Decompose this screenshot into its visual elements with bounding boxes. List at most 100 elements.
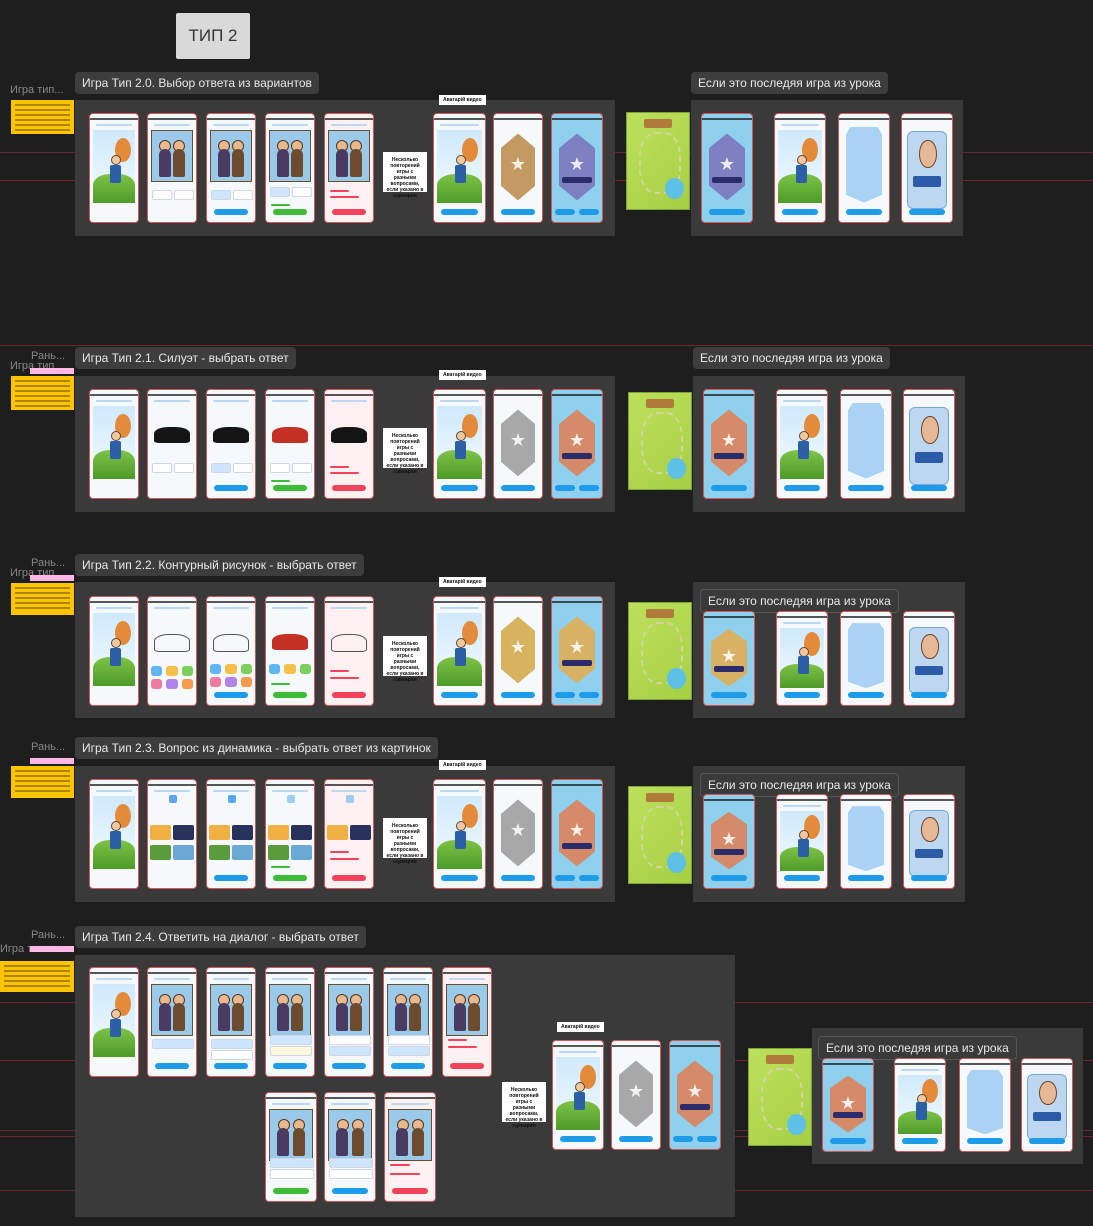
sticky-note-pink[interactable]	[30, 758, 74, 764]
phone-screen-wrong[interactable]	[324, 779, 374, 889]
phone-screen-certificate-locked[interactable]	[840, 611, 892, 706]
phone-screen-dialog[interactable]	[206, 967, 256, 1077]
side-label[interactable]: Рань...	[31, 557, 66, 569]
phone-screen-certificate[interactable]	[901, 113, 953, 223]
phone-screen-avatar[interactable]	[776, 389, 828, 499]
phone-screen-dialog[interactable]	[265, 1092, 317, 1202]
phone-screen-dialog[interactable]	[147, 967, 197, 1077]
speaker-icon[interactable]	[346, 795, 355, 804]
phone-screen-dialog[interactable]	[324, 1092, 376, 1202]
phone-screen-selected[interactable]	[206, 779, 256, 889]
phone-screen-badge-earned[interactable]	[551, 596, 603, 706]
phone-screen-certificate[interactable]	[903, 389, 955, 499]
phone-screen-avatar[interactable]	[433, 779, 486, 889]
phone-screen-avatar[interactable]	[433, 596, 486, 706]
phone-screen-certificate-locked[interactable]	[959, 1058, 1011, 1152]
last-game-title[interactable]: Если это последяя игра из урока	[693, 347, 890, 369]
side-label[interactable]: Игра тип...	[10, 84, 64, 96]
phone-screen-wrong[interactable]	[324, 389, 374, 499]
phone-screen-badge-earned[interactable]	[551, 389, 603, 499]
lesson-map[interactable]	[628, 786, 692, 884]
phone-screen-wrong[interactable]	[324, 113, 374, 223]
side-label[interactable]: Игра т	[0, 943, 33, 955]
frame-title[interactable]: Игра Тип 2.3. Вопрос из динамика - выбра…	[75, 737, 438, 759]
speaker-icon[interactable]	[287, 795, 296, 804]
phone-screen-dialog[interactable]	[324, 967, 374, 1077]
sticky-note-pink[interactable]	[30, 368, 74, 374]
sticky-note-pink[interactable]	[30, 946, 74, 952]
phone-screen-certificate-locked[interactable]	[838, 113, 890, 223]
phone-screen-avatar[interactable]	[894, 1058, 946, 1152]
sticky-note[interactable]	[11, 100, 74, 134]
phone-screen-certificate-locked[interactable]	[840, 389, 892, 499]
repeat-note[interactable]: Несколько повторений игры с разными вопр…	[502, 1082, 546, 1129]
side-label[interactable]: Рань...	[31, 350, 66, 362]
last-game-title[interactable]: Если это последяя игра из урока	[818, 1036, 1017, 1060]
phone-screen-wrong[interactable]	[384, 1092, 436, 1202]
sticky-note[interactable]	[0, 961, 74, 992]
phone-screen-badge-earned[interactable]	[551, 779, 603, 889]
phone-screen-avatar[interactable]	[433, 113, 486, 223]
phone-screen-avatar[interactable]	[776, 794, 828, 889]
sticky-note[interactable]	[11, 583, 74, 615]
repeat-note[interactable]: Несколько повторений игры с разными вопр…	[383, 818, 427, 865]
phone-screen-avatar[interactable]	[774, 113, 826, 223]
side-label[interactable]: Рань...	[31, 929, 66, 941]
phone-screen-badge-earned[interactable]	[669, 1040, 721, 1150]
phone-screen-intro[interactable]	[89, 389, 139, 499]
lesson-map[interactable]	[628, 392, 692, 490]
last-game-title[interactable]: Если это последяя игра из урока	[700, 589, 899, 613]
phone-screen-wrong[interactable]	[324, 596, 374, 706]
phone-screen-intro[interactable]	[89, 596, 139, 706]
phone-screen-selected[interactable]	[206, 596, 256, 706]
frame-title[interactable]: Игра Тип 2.1. Силуэт - выбрать ответ	[75, 347, 296, 369]
phone-screen-question[interactable]	[147, 389, 197, 499]
sticky-note[interactable]	[11, 376, 74, 410]
type-tag[interactable]: ТИП 2	[176, 13, 250, 59]
frame-title[interactable]: Игра Тип 2.2. Контурный рисунок - выбрат…	[75, 554, 364, 576]
repeat-note[interactable]: Несколько повторений игры с разными вопр…	[383, 152, 427, 199]
phone-screen-badge-locked[interactable]	[611, 1040, 661, 1150]
phone-screen-certificate-locked[interactable]	[840, 794, 892, 889]
phone-screen-avatar[interactable]	[776, 611, 828, 706]
side-label[interactable]: Рань...	[31, 741, 66, 753]
phone-screen-badge-earned[interactable]	[703, 794, 755, 889]
phone-screen-badge-earned[interactable]	[703, 611, 755, 706]
phone-screen-badge-earned[interactable]	[822, 1058, 874, 1152]
sticky-note-pink[interactable]	[30, 575, 74, 581]
repeat-note[interactable]: Несколько повторений игры с разными вопр…	[383, 636, 427, 683]
last-game-title[interactable]: Если это последяя игра из урока	[691, 72, 888, 94]
phone-screen-dialog[interactable]	[383, 967, 433, 1077]
phone-screen-correct[interactable]	[265, 113, 315, 223]
last-game-title[interactable]: Если это последяя игра из урока	[700, 773, 899, 797]
phone-screen-badge-locked[interactable]	[493, 389, 543, 499]
phone-screen-certificate[interactable]	[1021, 1058, 1073, 1152]
phone-screen-correct[interactable]	[265, 779, 315, 889]
sticky-note[interactable]	[11, 766, 74, 798]
speaker-icon[interactable]	[169, 795, 178, 804]
phone-screen-selected[interactable]	[206, 389, 256, 499]
phone-screen-badge-locked[interactable]	[493, 596, 543, 706]
phone-screen-badge-locked[interactable]	[493, 779, 543, 889]
phone-screen-badge-earned[interactable]	[701, 113, 753, 223]
lesson-map[interactable]	[626, 112, 690, 210]
phone-screen-certificate[interactable]	[903, 794, 955, 889]
phone-screen-badge-earned[interactable]	[551, 113, 603, 223]
repeat-note[interactable]: Несколько повторений игры с разными вопр…	[383, 428, 427, 475]
phone-screen-intro[interactable]	[89, 779, 139, 889]
phone-screen-certificate[interactable]	[903, 611, 955, 706]
phone-screen-avatar[interactable]	[552, 1040, 604, 1150]
phone-screen-dialog[interactable]	[265, 967, 315, 1077]
phone-screen-question[interactable]	[147, 779, 197, 889]
phone-screen-avatar[interactable]	[433, 389, 486, 499]
speaker-icon[interactable]	[228, 795, 237, 804]
lesson-map[interactable]	[748, 1048, 812, 1146]
phone-screen-badge-earned[interactable]	[703, 389, 755, 499]
phone-screen-intro[interactable]	[89, 113, 139, 223]
phone-screen-question[interactable]	[147, 596, 197, 706]
phone-screen-badge-locked[interactable]	[493, 113, 543, 223]
frame-title[interactable]: Игра Тип 2.0. Выбор ответа из вариантов	[75, 72, 319, 94]
phone-screen-selected[interactable]	[206, 113, 256, 223]
frame-title[interactable]: Игра Тип 2.4. Ответить на диалог - выбра…	[75, 926, 366, 948]
phone-screen-question[interactable]	[147, 113, 197, 223]
